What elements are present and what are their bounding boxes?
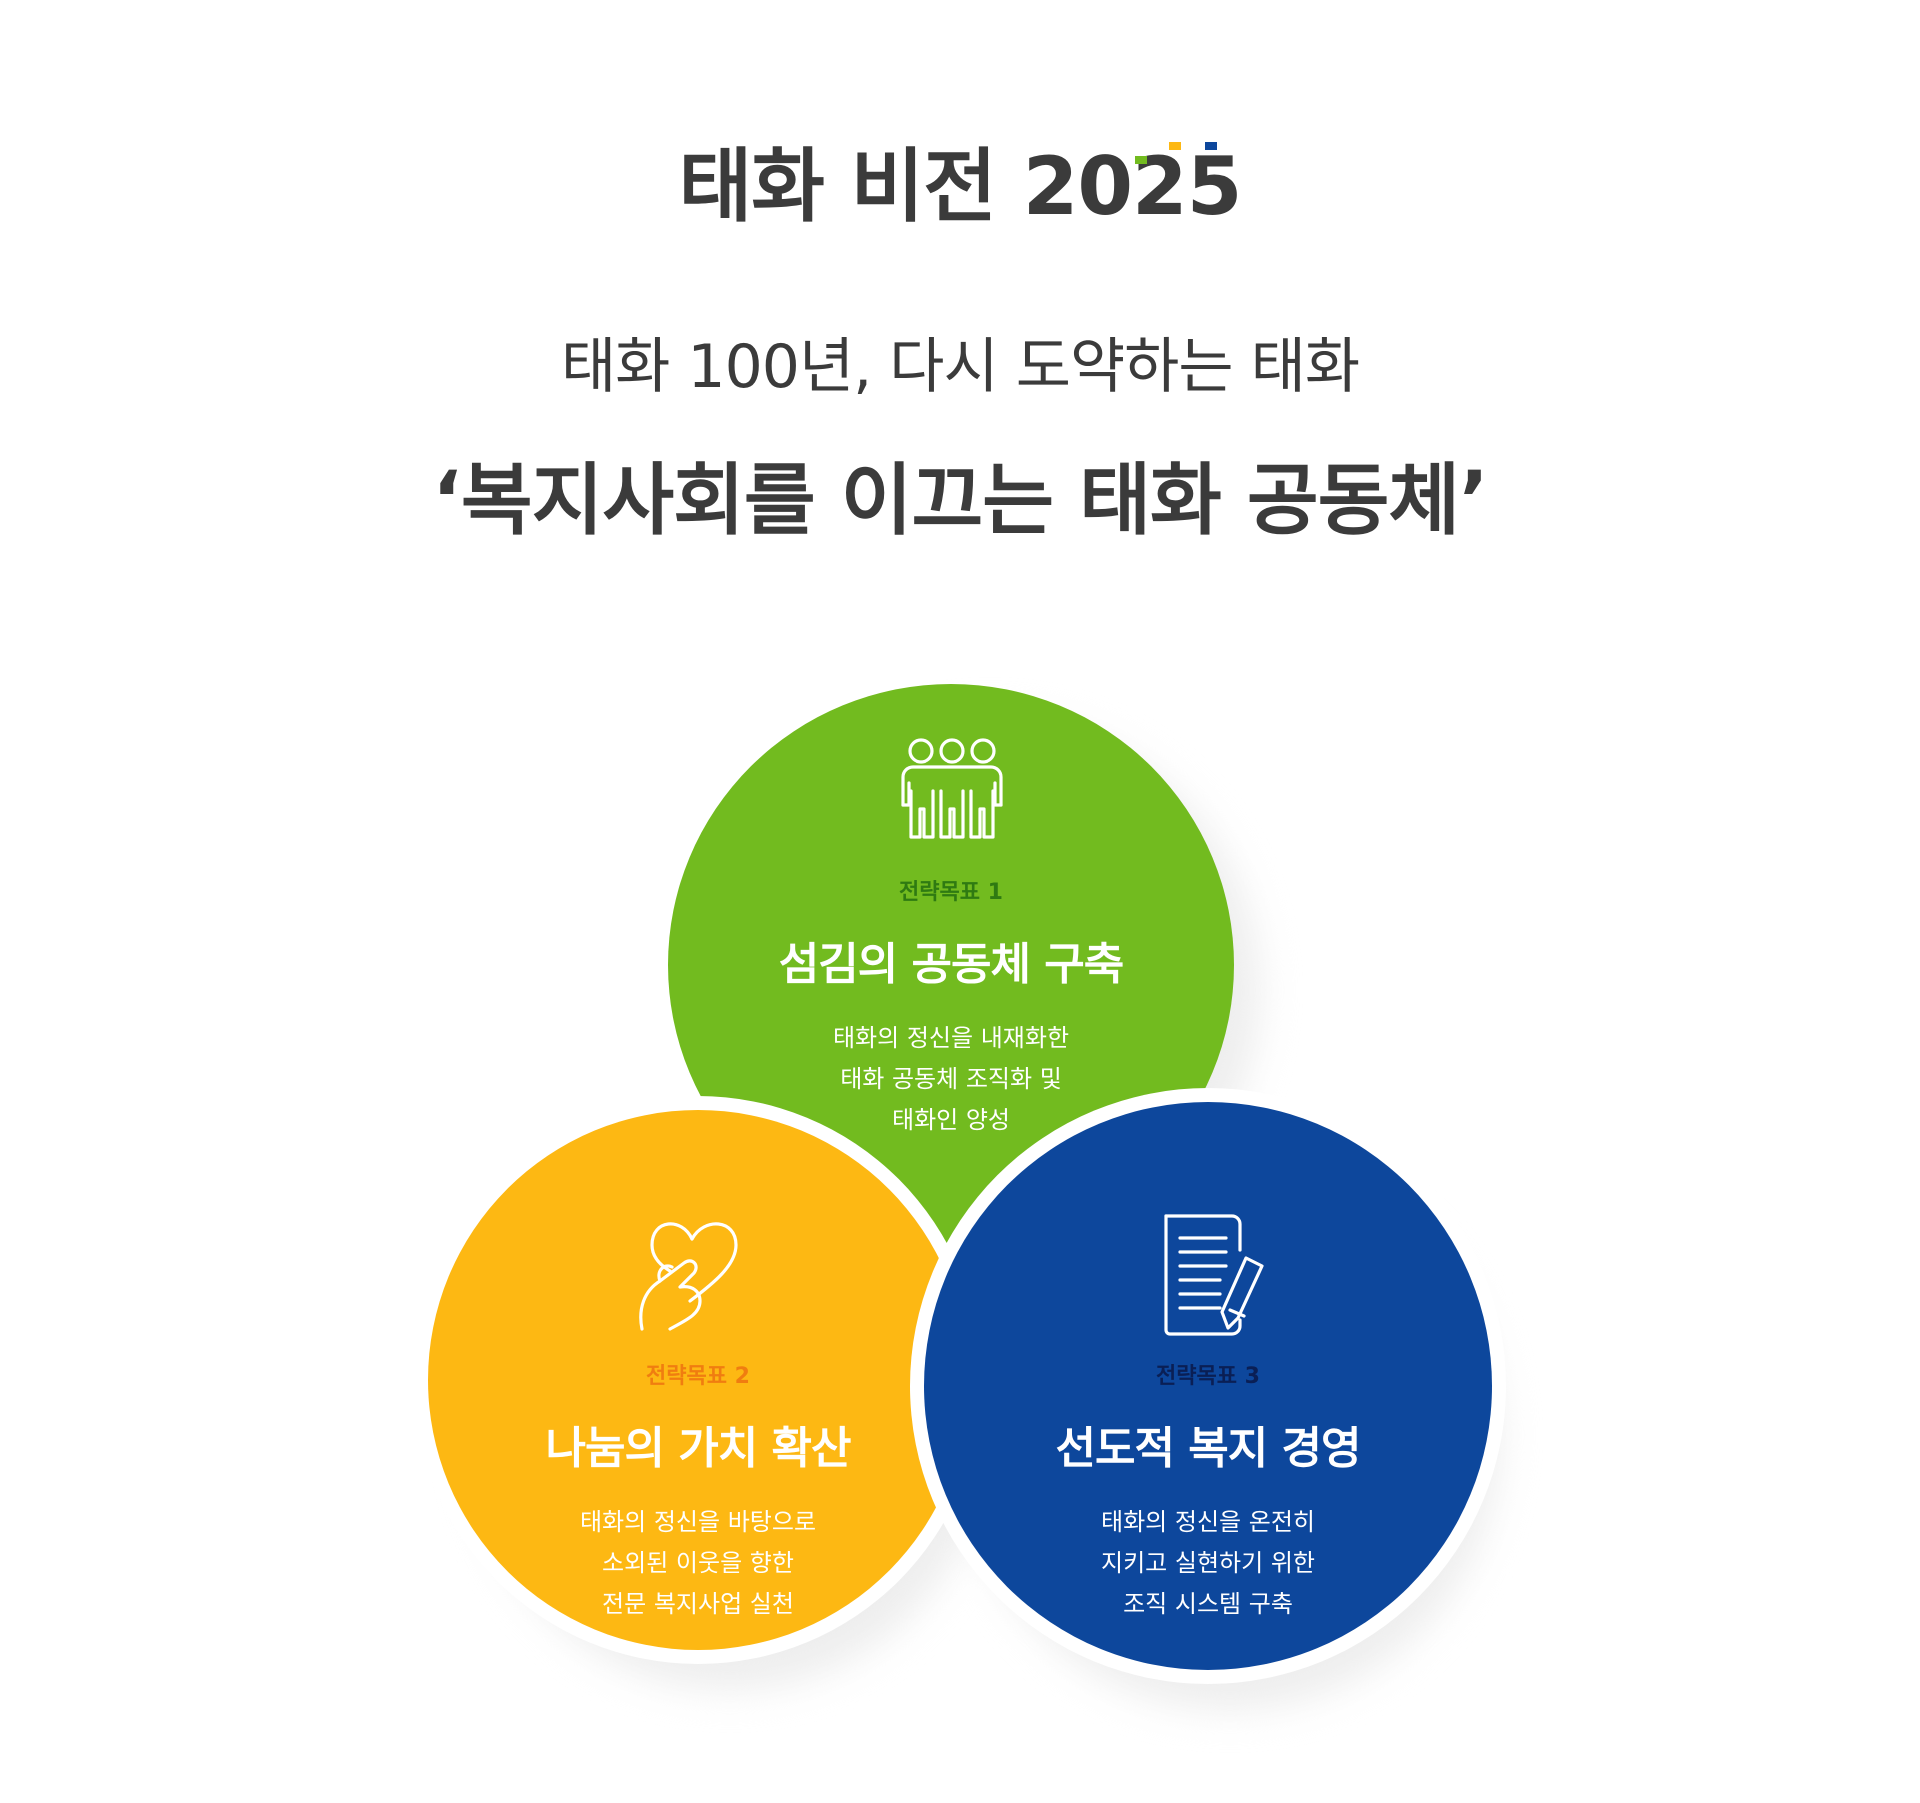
goal-2-label: 전략목표 2	[646, 1364, 750, 1389]
goal-1-label: 전략목표 1	[899, 880, 1003, 905]
goal-2-circle	[428, 1110, 968, 1650]
goal-1-desc-line: 태화의 정신을 내재화한	[832, 1024, 1070, 1052]
goal-3-label: 전략목표 3	[1156, 1364, 1260, 1389]
goal-3-text: 전략목표 3 선도적 복지 경영 태화의 정신을 온전히 지키고 실현하기 위한…	[924, 1358, 1492, 1625]
title-text: 태화 비전 202	[678, 140, 1188, 233]
goal-3-desc-line: 조직 시스템 구축	[1123, 1590, 1293, 1618]
goal-3-desc-line: 지키고 실현하기 위한	[1101, 1549, 1315, 1577]
goal-1-desc-line: 태화 공동체 조직화 및	[840, 1065, 1062, 1093]
goal-1-text: 전략목표 1 섬김의 공동체 구축 태화의 정신을 내재화한 태화 공동체 조직…	[668, 874, 1234, 1141]
title-accent-mark	[1134, 156, 1147, 164]
goal-1-desc: 태화의 정신을 내재화한 태화 공동체 조직화 및 태화인 양성	[668, 1018, 1234, 1141]
title-accent-mark	[1204, 142, 1217, 150]
title-accent-mark	[1168, 142, 1181, 150]
heart-hand-icon	[639, 1222, 738, 1331]
goal-2-text: 전략목표 2 나눔의 가치 확산 태화의 정신을 바탕으로 소외된 이웃을 향한…	[428, 1358, 968, 1625]
goal-1-title: 섬김의 공동체 구축	[778, 939, 1124, 990]
goal-3-title: 선도적 복지 경영	[1055, 1423, 1362, 1474]
title-last-digit: 5	[1134, 140, 1242, 233]
page-title: 태화 비전 2025	[0, 122, 1920, 238]
goal-2-title: 나눔의 가치 확산	[545, 1423, 852, 1474]
document-pencil-icon	[1164, 1214, 1264, 1336]
goal-3-circle	[924, 1102, 1492, 1670]
vision-subtitle: 태화 100년, 다시 도약하는 태화	[560, 332, 1360, 402]
vision-slogan: ‘복지사회를 이끄는 태화 공동체’	[432, 456, 1489, 546]
people-icon	[901, 738, 1003, 839]
goal-3-desc: 태화의 정신을 온전히 지키고 실현하기 위한 조직 시스템 구축	[924, 1502, 1492, 1625]
goal-2-desc-line: 소외된 이웃을 향한	[602, 1549, 794, 1577]
goal-3-desc-line: 태화의 정신을 온전히	[1101, 1508, 1315, 1536]
goal-1-desc-line: 태화인 양성	[891, 1106, 1011, 1134]
goal-2-desc: 태화의 정신을 바탕으로 소외된 이웃을 향한 전문 복지사업 실천	[428, 1502, 968, 1625]
goal-2-desc-line: 태화의 정신을 바탕으로	[579, 1508, 817, 1536]
goal-2-desc-line: 전문 복지사업 실천	[602, 1590, 794, 1618]
